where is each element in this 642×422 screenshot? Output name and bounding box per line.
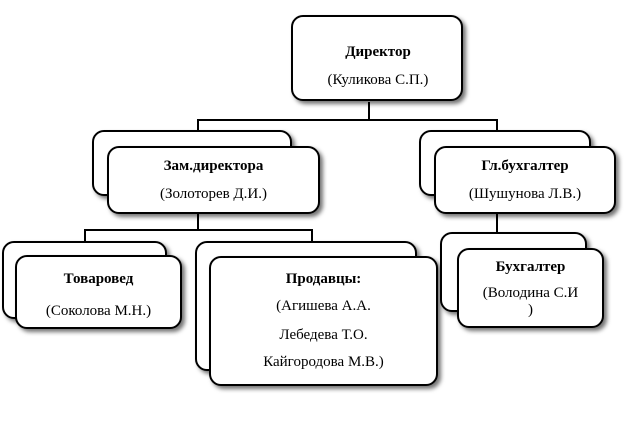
director-title: Директор <box>345 44 411 60</box>
merchandiser-title: Товаровед <box>63 271 134 287</box>
node-accountant: Бухгалтер (Володина С.И ) <box>440 232 610 332</box>
connector-top-bar <box>197 119 497 121</box>
chief-accountant-title: Гл.бухгалтер <box>481 158 569 174</box>
card <box>457 248 604 328</box>
connector-director-down <box>368 102 370 120</box>
connector-to-chief-accountant <box>496 119 498 132</box>
node-chief-accountant: Гл.бухгалтер (Шушунова Л.В.) <box>419 130 619 216</box>
card <box>107 146 320 214</box>
node-deputy-director: Зам.директора (Золоторев Д.И.) <box>92 130 322 216</box>
sellers-line-1: (Агишева А.А. <box>276 298 371 314</box>
merchandiser-name: (Соколова М.Н.) <box>45 303 152 319</box>
sellers-line-3: Кайгородова М.В.) <box>263 354 384 370</box>
connector-deputy-down <box>197 212 199 230</box>
sellers-title: Продавцы: <box>285 271 362 287</box>
connector-to-deputy <box>197 119 199 132</box>
accountant-title: Бухгалтер <box>495 259 566 275</box>
card <box>15 255 182 329</box>
node-merchandiser: Товаровед (Соколова М.Н.) <box>2 241 184 331</box>
node-director: Директор (Куликова С.П.) <box>291 15 465 101</box>
chief-accountant-name: (Шушунова Л.В.) <box>468 186 582 202</box>
connector-to-merchandiser <box>84 229 86 243</box>
connector-to-sellers <box>311 229 313 243</box>
deputy-title: Зам.директора <box>163 158 264 174</box>
sellers-line-2: Лебедева Т.О. <box>279 327 368 343</box>
deputy-name: (Золоторев Д.И.) <box>159 186 267 202</box>
card <box>209 256 438 386</box>
connector-mid-bar <box>84 229 312 231</box>
director-name: (Куликова С.П.) <box>327 72 429 88</box>
card <box>434 146 616 214</box>
node-sellers: Продавцы: (Агишева А.А. Лебедева Т.О. Ка… <box>195 241 441 391</box>
connector-chief-accountant-down <box>496 212 498 232</box>
card <box>291 15 463 101</box>
accountant-name-line-1: (Володина С.И <box>482 285 579 301</box>
accountant-name-line-2: ) <box>528 302 533 318</box>
